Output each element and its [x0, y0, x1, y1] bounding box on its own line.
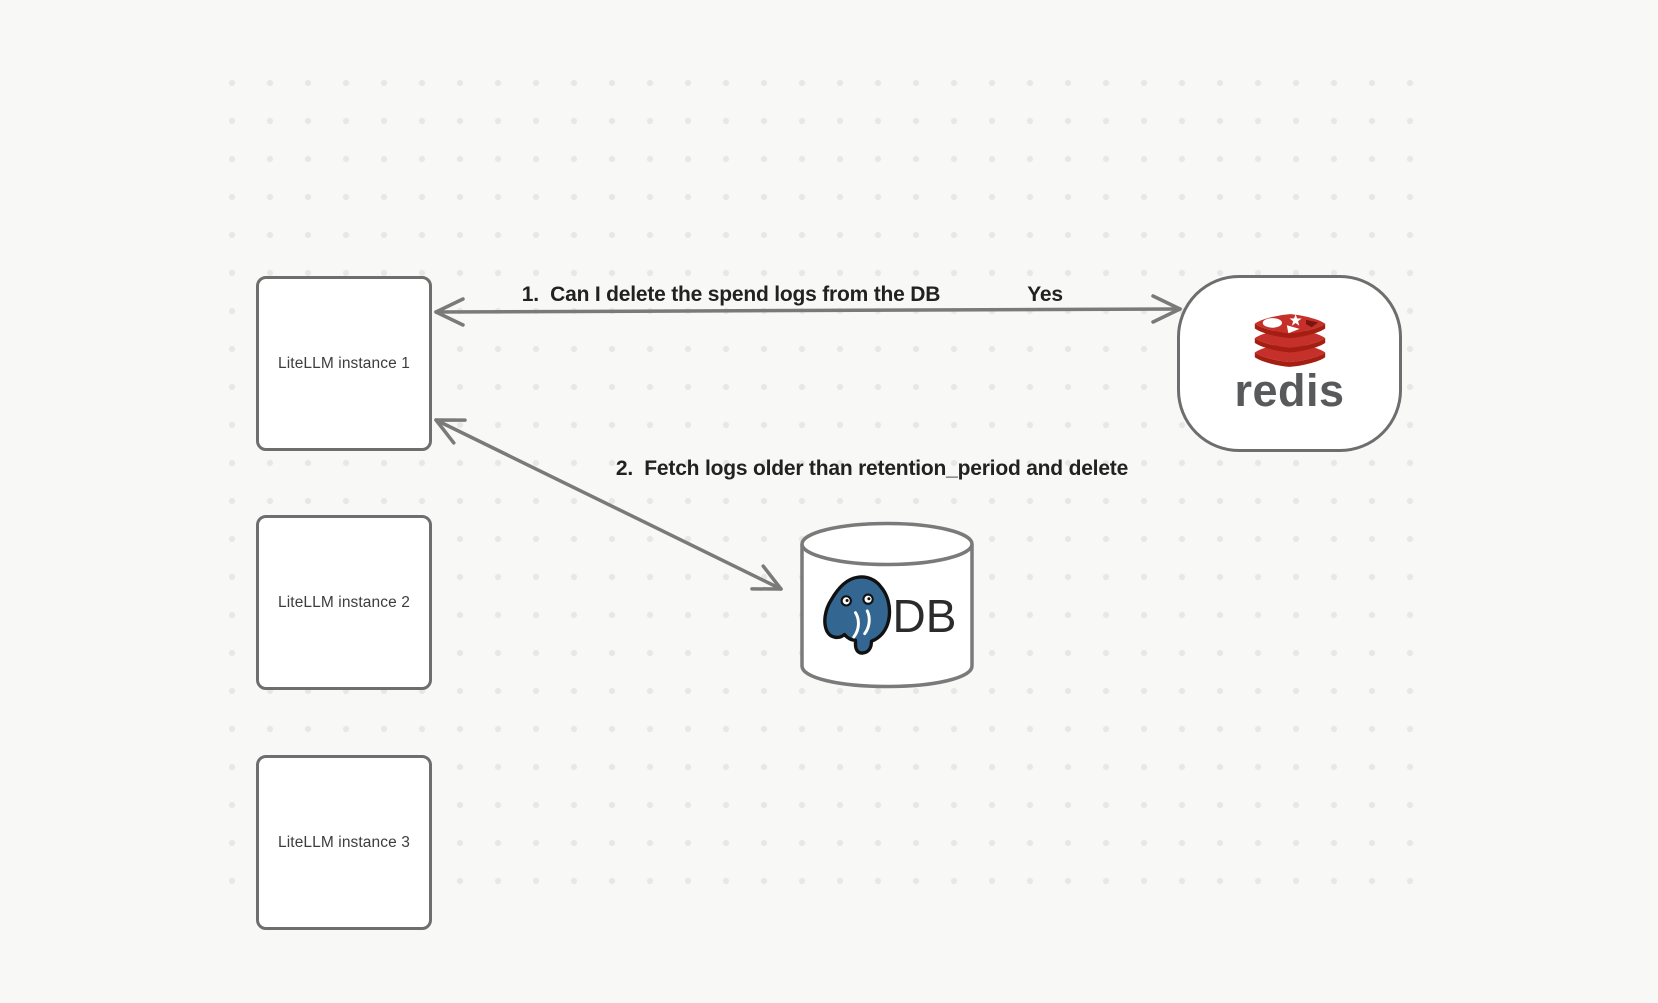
edge-1-response-label[interactable]: Yes — [1027, 283, 1063, 306]
litellm-instance-1-node[interactable]: LiteLLM instance 1 — [256, 276, 432, 451]
redis-wordmark: redis — [1234, 365, 1345, 416]
edge-instance1-db-arrow[interactable] — [434, 418, 783, 591]
edge-2-label[interactable]: 2. Fetch logs older than retention_perio… — [615, 457, 1129, 480]
redis-node[interactable]: redis — [1177, 275, 1402, 452]
database-content[interactable]: DB — [806, 566, 970, 666]
edge-instance1-redis-arrow[interactable] — [434, 294, 1182, 327]
litellm-instance-2-label: LiteLLM instance 2 — [278, 593, 410, 611]
redis-logo-icon — [1254, 314, 1325, 367]
litellm-instance-3-label: LiteLLM instance 3 — [278, 833, 410, 851]
database-label: DB — [892, 590, 957, 642]
edge-1-label[interactable]: 1. Can I delete the spend logs from the … — [521, 283, 941, 306]
postgresql-elephant-icon — [820, 574, 894, 658]
litellm-instance-1-label: LiteLLM instance 1 — [278, 354, 410, 372]
litellm-instance-2-node[interactable]: LiteLLM instance 2 — [256, 515, 432, 690]
litellm-instance-3-node[interactable]: LiteLLM instance 3 — [256, 755, 432, 930]
